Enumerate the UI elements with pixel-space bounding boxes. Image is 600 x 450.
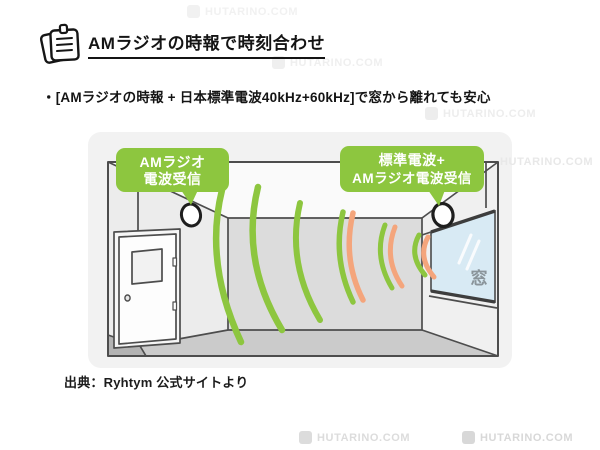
hutarino-logo-icon [462, 431, 475, 444]
note-icon [39, 23, 80, 64]
hutarino-logo-icon [425, 107, 438, 120]
callout-standard-wave: 標準電波+ AMラジオ電波受信 [340, 146, 484, 206]
callout-standard-line2: AMラジオ電波受信 [352, 170, 472, 186]
am-radio-waves [212, 183, 428, 346]
watermark-text: HUTARINO.COM [443, 107, 537, 120]
watermark-text: HUTARINO.COM [205, 5, 299, 18]
window-label: 窓 [471, 268, 488, 288]
callout-am-radio-line2: 電波受信 [144, 171, 202, 187]
watermark: HUTARINO.COM [272, 56, 383, 69]
wall-clock-right [431, 201, 455, 229]
door-knob [124, 294, 131, 302]
hutarino-logo-icon [272, 56, 285, 69]
watermark: HUTARINO.COM [425, 107, 536, 120]
glass-reflection [457, 233, 481, 271]
wall-clocks [179, 201, 455, 229]
floor [108, 330, 498, 356]
watermark: HUTARINO.COM [299, 431, 410, 444]
callout-am-radio: AMラジオ 電波受信 [116, 148, 229, 205]
page-title: AMラジオの時報で時刻合わせ [88, 29, 326, 59]
source-caption: 出典：Ryhtym 公式サイトより [64, 375, 249, 390]
watermark: HUTARINO.COM [500, 156, 593, 168]
standard-waves [346, 210, 437, 303]
watermark-text: HUTARINO.COM [480, 431, 574, 444]
callout-am-radio-line1: AMラジオ [140, 154, 206, 170]
watermark: HUTARINO.COM [187, 5, 298, 18]
hutarino-logo-icon [187, 5, 200, 18]
hutarino-logo-icon [299, 431, 312, 444]
watermark-text: HUTARINO.COM [500, 156, 594, 168]
door-window [131, 248, 163, 285]
callout-standard-line1: 標準電波+ [379, 152, 446, 168]
wall-clock-left [179, 202, 203, 228]
door-hinge [172, 257, 178, 267]
bullet-point: ・[AMラジオの時報 + 日本標準電波40kHz+60kHz]で窓から離れても安… [42, 90, 491, 105]
door [113, 228, 181, 349]
watermark-text: HUTARINO.COM [290, 56, 384, 69]
watermark: HUTARINO.COM [462, 431, 573, 444]
room-illustration: 窓 [88, 132, 593, 368]
watermark-text: HUTARINO.COM [317, 431, 411, 444]
door-hinge [172, 301, 178, 311]
